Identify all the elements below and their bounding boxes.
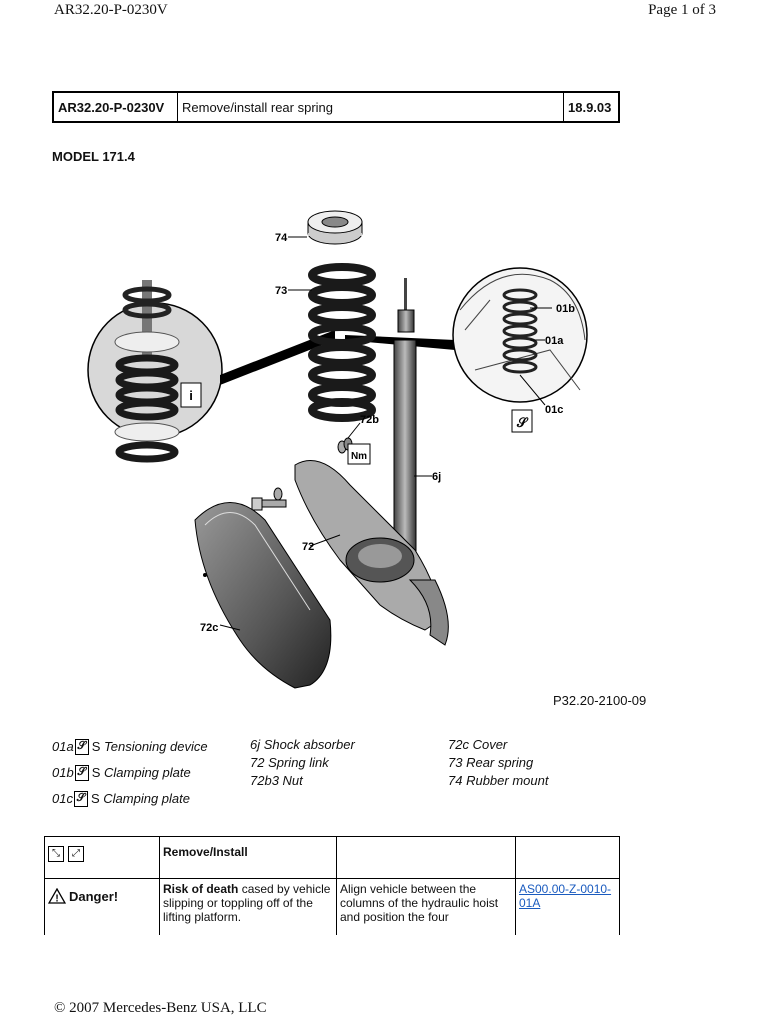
torque-label: Nm [351,451,367,462]
callout-01a: 01a [545,335,564,347]
special-tool-icon: 𝒮 [73,790,88,807]
callout-01c: 01c [545,404,563,416]
risk-text: cased by vehicle slipping or toppling of… [163,882,331,924]
risk-heading: Risk of death [163,882,239,896]
callout-74: 74 [275,232,288,244]
table-cell: Risk of death cased by vehicle slipping … [159,878,337,935]
table-row: ! Danger! Risk of death cased by vehicle… [44,878,620,935]
header-page-number: Page 1 of 3 [648,2,716,18]
special-tool-icon: 𝒮 [74,738,89,755]
legend-item: 72b3 Nut [250,773,303,788]
footer-copyright: © 2007 Mercedes-Benz USA, LLC [54,1000,267,1016]
title-text: Remove/install rear spring [178,93,564,121]
rubber-mount-74 [288,210,363,245]
title-bar: AR32.20-P-0230V Remove/install rear spri… [52,91,620,123]
table-header-cell [336,836,516,879]
procedure-table: ⤡ ⤢ Remove/Install ! Danger! Risk of dea… [44,836,620,935]
model-label: MODEL 171.4 [52,149,135,164]
install-icon: ⤢ [68,846,84,862]
header-doc-id: AR32.20-P-0230V [54,2,168,18]
warning-icon: ! [48,888,66,904]
legend-item: 74 Rubber mount [448,773,549,788]
instruction-cell: Align vehicle between the columns of the… [336,878,516,935]
cover-72c [194,502,332,689]
detail-circle-left [87,280,335,463]
legend-code: 01c [52,791,73,806]
legend-item: 72c Cover [448,737,508,752]
legend-item: 72 Spring link [250,755,329,770]
callout-73: 73 [275,285,287,297]
callout-72c: 72c [200,622,218,634]
svg-text:!: ! [55,894,58,905]
table-cell: AS00.00-Z-0010-01A [515,878,620,935]
remove-icon: ⤡ [48,846,64,862]
info-box: i [180,382,202,408]
figure-reference: P32.20-2100-09 [553,693,647,708]
callout-01b: 01b [556,303,575,315]
legend-code: 01a [52,739,74,754]
nut-72b: Nm [337,422,371,465]
table-header-row: ⤡ ⤢ Remove/Install [44,836,620,879]
table-header-cell [515,836,620,879]
title-date: 18.9.03 [568,99,612,115]
legend-item: 73 Rear spring [448,755,534,770]
legend-item: 6j Shock absorber [250,737,355,752]
spring-link-72 [294,460,449,646]
title-doc-id: AR32.20-P-0230V [54,93,178,121]
legend-column-parts-1: 6j Shock absorber 72 Spring link 72b3 Nu… [250,736,355,790]
callout-72: 72 [302,541,314,553]
callout-72b: 72b [360,414,379,426]
table-cell: ! Danger! [44,878,160,935]
bolt [251,487,287,511]
rear-spring-73 [308,263,376,422]
table-cell: ⤡ ⤢ [44,836,160,879]
table-header-cell: Remove/Install [159,836,337,879]
legend-column-parts-2: 72c Cover 73 Rear spring 74 Rubber mount [448,736,548,790]
exploded-view-diagram: i 𝒮 01b 01a 01c 74 [87,210,588,689]
danger-label: Danger! [69,888,119,904]
reference-link[interactable]: AS00.00-Z-0010-01A [519,882,612,910]
svg-text:𝒮: 𝒮 [516,415,529,430]
special-tool-icon: 𝒮 [74,764,89,781]
legend-code: 01b [52,765,74,780]
callout-6j: 6j [432,471,441,483]
info-label: i [189,388,193,403]
detail-circle-right: 𝒮 [345,267,588,433]
